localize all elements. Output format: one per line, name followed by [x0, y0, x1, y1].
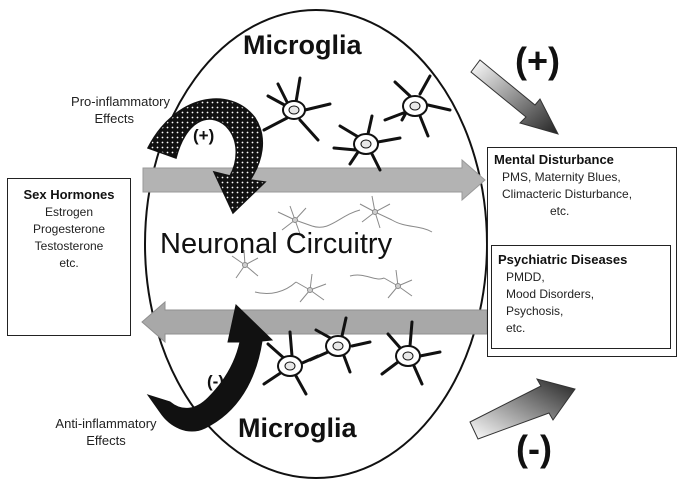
right-arrow	[142, 158, 486, 202]
sex-hormones-item: Estrogen	[44, 205, 94, 219]
microglia-cell-top-2	[383, 74, 452, 138]
diagonal-arrow-up	[469, 378, 576, 440]
left-arrow	[141, 300, 488, 344]
microglia-cell-top-3	[332, 114, 402, 172]
anti-inflammatory-label: Anti-inflammatory Effects	[40, 415, 172, 449]
microglia-bottom-label: Microglia	[238, 413, 357, 443]
mental-disturbance-item: Climacteric Disturbance,	[502, 187, 633, 201]
microglia-cell-top-1	[262, 76, 332, 142]
microglia-cell-bottom-3	[380, 320, 442, 386]
pro-inflammatory-line-1: Pro-inflammatory	[71, 94, 170, 109]
mental-disturbance-item: etc.	[550, 204, 570, 218]
anti-inflammatory-line-2: Effects	[86, 433, 126, 448]
diagonal-arrow-down	[470, 59, 559, 135]
psychiatric-diseases-item: PMDD,	[506, 270, 545, 284]
neuron-cluster	[231, 195, 433, 303]
mental-disturbance-group: Mental Disturbance PMS, Maternity Blues,…	[494, 152, 674, 220]
big-minus-sign: (-)	[516, 428, 552, 469]
mental-disturbance-item: PMS, Maternity Blues,	[502, 170, 621, 184]
psychiatric-diseases-title: Psychiatric Diseases	[498, 252, 628, 267]
anti-inflammatory-loop-arrow	[146, 304, 274, 432]
psychiatric-diseases-item: Psychosis,	[506, 304, 564, 318]
psychiatric-diseases-item: etc.	[506, 321, 526, 335]
microglia-top-label: Microglia	[243, 30, 362, 60]
pro-inflammatory-label: Pro-inflammatory Effects	[48, 93, 170, 127]
mental-disturbance-title: Mental Disturbance	[494, 152, 614, 167]
microglia-cell-bottom-2	[308, 316, 372, 374]
sex-hormones-box: Sex Hormones Estrogen Progesterone Testo…	[7, 178, 131, 336]
psychiatric-diseases-item: Mood Disorders,	[506, 287, 595, 301]
loop-top-sign: (+)	[193, 126, 215, 145]
pro-inflammatory-loop-arrow	[146, 98, 267, 215]
sex-hormones-title: Sex Hormones	[23, 187, 115, 202]
anti-inflammatory-line-1: Anti-inflammatory	[55, 416, 157, 431]
sex-hormones-item: Testosterone	[34, 239, 104, 253]
neuronal-circuitry-label: Neuronal Circuitry	[160, 228, 393, 260]
big-plus-sign: (+)	[515, 40, 560, 81]
microglia-cell-bottom-1	[262, 330, 320, 396]
loop-bottom-sign: (-)	[207, 372, 224, 391]
sex-hormones-item: etc.	[59, 256, 79, 270]
pro-inflammatory-line-2: Effects	[94, 111, 134, 126]
psychiatric-diseases-box: Psychiatric Diseases PMDD, Mood Disorder…	[491, 245, 671, 349]
sex-hormones-item: Progesterone	[32, 222, 106, 236]
